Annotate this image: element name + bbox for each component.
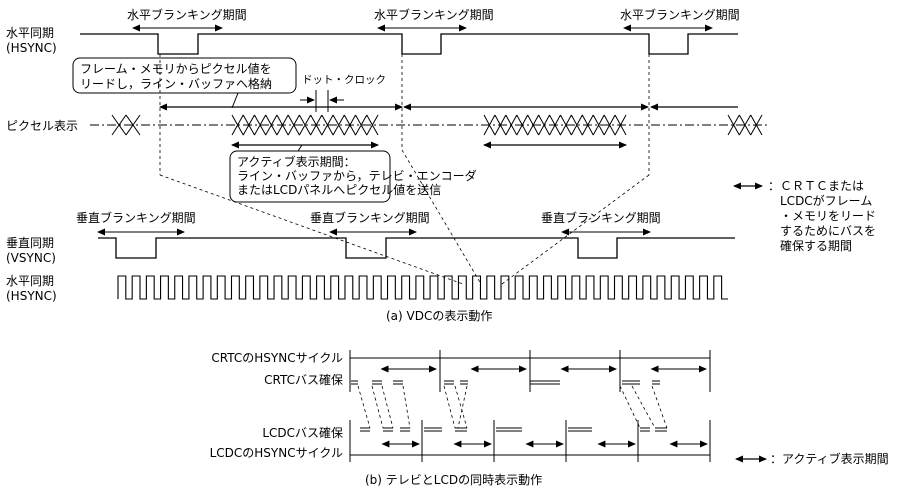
hsync-pulse-train xyxy=(117,275,728,300)
hsync2-label-line2: (HSYNC) xyxy=(6,289,57,303)
bus-handover-line xyxy=(357,385,371,429)
callout-active-line3: またはLCDパネルへピクセル値を送信 xyxy=(237,182,441,197)
v-blank-label-2: 垂直ブランキング期間 xyxy=(310,210,430,225)
hsync-label-line2: (HSYNC) xyxy=(6,41,57,55)
callout-fetch-line2: リードし，ライン・バッファへ格納 xyxy=(80,76,272,91)
pixel-values-start xyxy=(111,114,141,136)
dot-clock-markers xyxy=(300,90,344,112)
v-blank-label-1: 垂直ブランキング期間 xyxy=(76,210,196,225)
callout-active-box xyxy=(229,150,391,203)
vsync-label-line2: (VSYNC) xyxy=(6,251,56,265)
dot-clock-label: ドット・クロック xyxy=(302,74,386,86)
bus-handover-line xyxy=(371,385,384,429)
v-blank-label-3: 垂直ブランキング期間 xyxy=(541,210,661,225)
hsync-waveform-top xyxy=(80,33,738,55)
bus-handover-line xyxy=(381,385,394,429)
dual-display-timing xyxy=(349,350,711,462)
hsync2-label-line1: 水平同期 xyxy=(6,274,54,288)
bus-handover-line xyxy=(651,385,668,429)
callout-active-pointer xyxy=(297,144,303,152)
callout-active-line1: アクティブ表示期間： xyxy=(237,154,356,169)
h-blank-label-2: 水平ブランキング期間 xyxy=(374,7,494,22)
h-blank-label-1: 水平ブランキング期間 xyxy=(127,7,247,22)
legend-bus-line4: するためにバスを xyxy=(780,224,876,238)
pixel-values-end xyxy=(727,114,763,136)
crtc-hsync-cycle-label: CRTCのHSYNCサイクル xyxy=(211,351,343,365)
callout-active-line2: ライン・バッファから，テレビ・エンコーダ xyxy=(237,168,477,183)
legend-active-label: ：アクティブ表示期間 xyxy=(770,451,889,466)
callout-fetch-box xyxy=(72,57,297,94)
bus-handover-line xyxy=(631,385,656,429)
pixel-display-label: ピクセル表示 xyxy=(6,119,78,133)
h-blank-label-3: 水平ブランキング期間 xyxy=(620,7,740,22)
bus-handover-line xyxy=(443,385,456,429)
legend-bus-line1: ：ＣＲＴＣまたは xyxy=(768,179,864,193)
legend-bus-line2: LCDCがフレーム xyxy=(780,193,872,208)
pixel-values-line-1 xyxy=(231,114,379,136)
bus-handover-line xyxy=(457,385,468,429)
bus-handover-line xyxy=(402,385,411,429)
caption-a: (a) VDCの表示動作 xyxy=(386,309,492,323)
legend-bus-line5: 確保する期間 xyxy=(780,238,852,253)
pixel-values-line-2 xyxy=(483,114,627,136)
vsync-label-line1: 垂直同期 xyxy=(6,236,54,250)
bus-handover-line xyxy=(619,385,641,429)
lcdc-hsync-cycle-label: LCDCのHSYNCサイクル xyxy=(210,446,343,460)
callout-fetch-pointer xyxy=(231,92,239,109)
hsync-label-line1: 水平同期 xyxy=(6,26,54,40)
caption-b: (b) テレビとLCDの同時表示動作 xyxy=(365,473,542,487)
pixel-display-row xyxy=(90,114,770,136)
vsync-waveform xyxy=(98,237,735,259)
legend-bus-line3: ・メモリをリード xyxy=(780,209,876,223)
crtc-bus-label: CRTCバス確保 xyxy=(264,372,343,387)
bus-handover-line xyxy=(454,385,468,429)
callout-fetch-line1: フレーム・メモリからピクセル値を xyxy=(80,61,272,76)
lcdc-bus-label: LCDCバス確保 xyxy=(262,425,343,440)
